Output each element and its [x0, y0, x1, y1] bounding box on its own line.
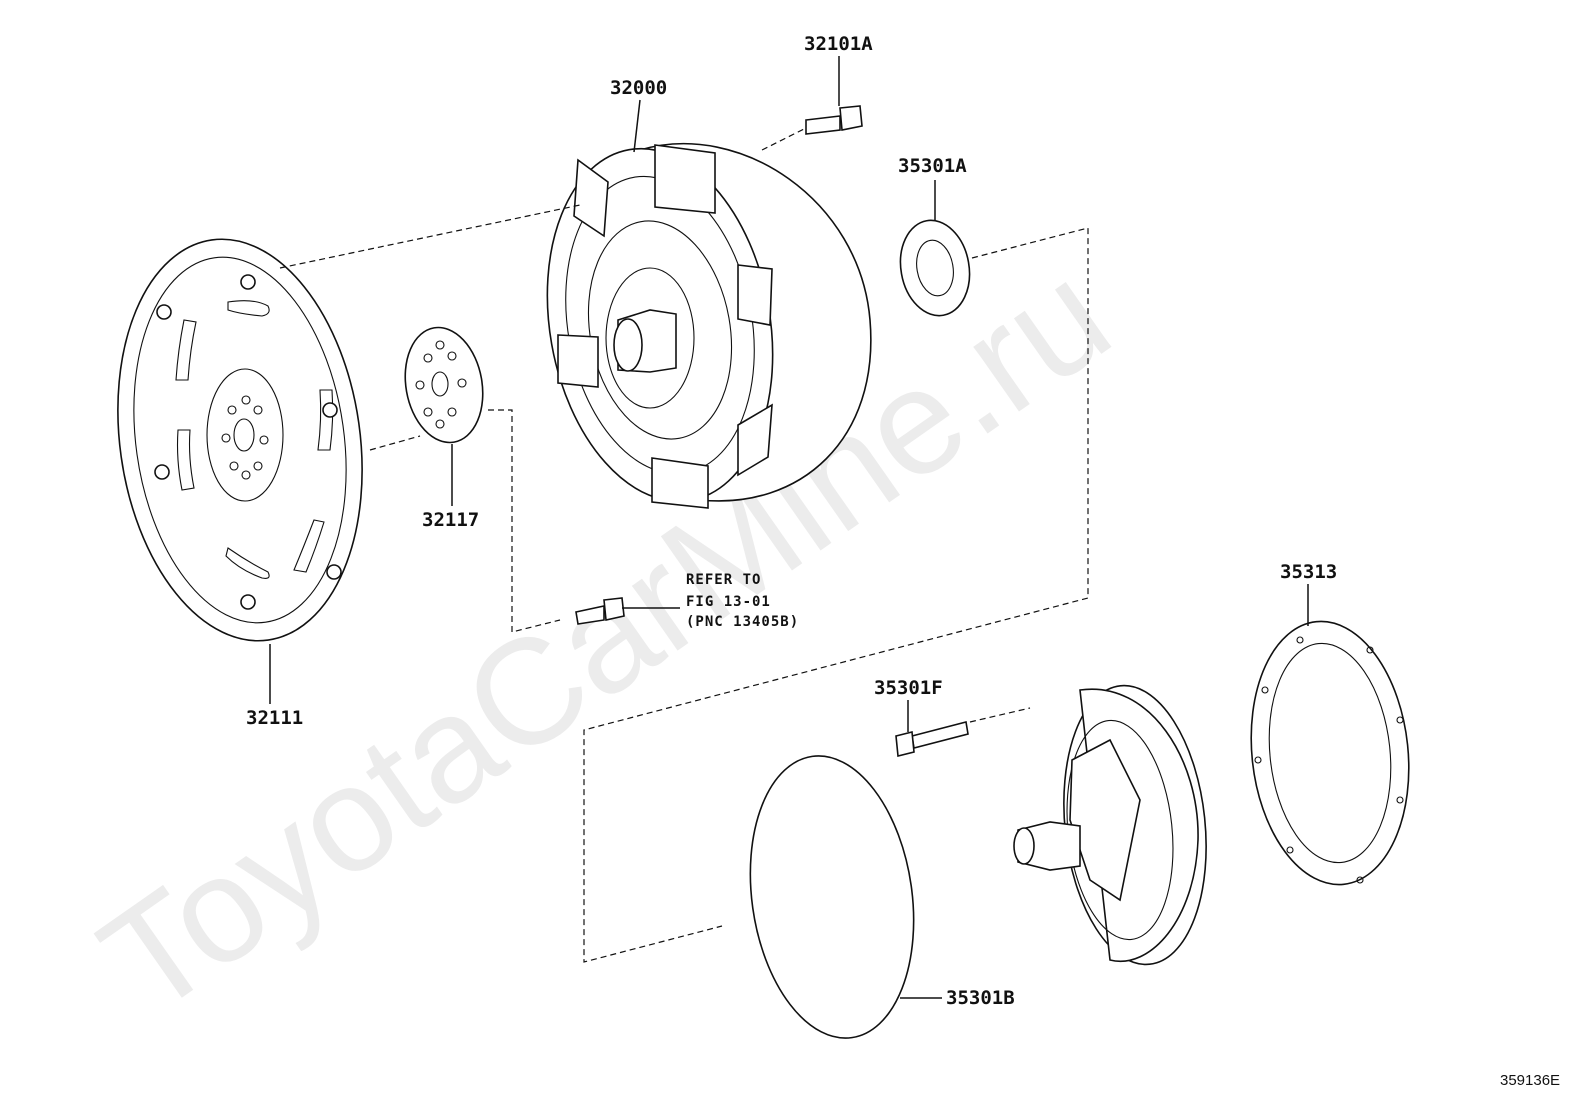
note-line-2: FIG 13-01 [686, 594, 771, 610]
label-35301B: 35301B [946, 987, 1015, 1009]
torque-converter-32000[interactable] [521, 131, 872, 520]
converter-bolt[interactable] [575, 597, 625, 625]
label-32000: 32000 [610, 77, 667, 99]
bolt-32101A[interactable] [805, 105, 863, 135]
o-ring-35301B[interactable] [733, 745, 931, 1049]
gasket-35313[interactable] [1239, 614, 1422, 893]
reference-id: 359136E [1500, 1072, 1560, 1089]
leader-lines [269, 56, 1309, 999]
note-line-1: REFER TO [686, 572, 761, 588]
note-line-3: (PNC 13405B) [686, 614, 799, 630]
label-35313: 35313 [1280, 561, 1337, 583]
label-32111: 32111 [246, 707, 303, 729]
oil-pump-assembly[interactable] [1013, 678, 1219, 971]
drive-plate-32111[interactable] [93, 223, 387, 656]
spacer-plate-32117[interactable] [397, 321, 492, 448]
label-32117: 32117 [422, 509, 479, 531]
assembly-guide-lines [279, 127, 1089, 963]
label-35301A: 35301A [898, 155, 967, 177]
label-35301F: 35301F [874, 677, 943, 699]
bolt-35301F[interactable] [895, 721, 969, 758]
label-32101A: 32101A [804, 33, 873, 55]
oil-seal-35301A[interactable] [893, 215, 977, 321]
